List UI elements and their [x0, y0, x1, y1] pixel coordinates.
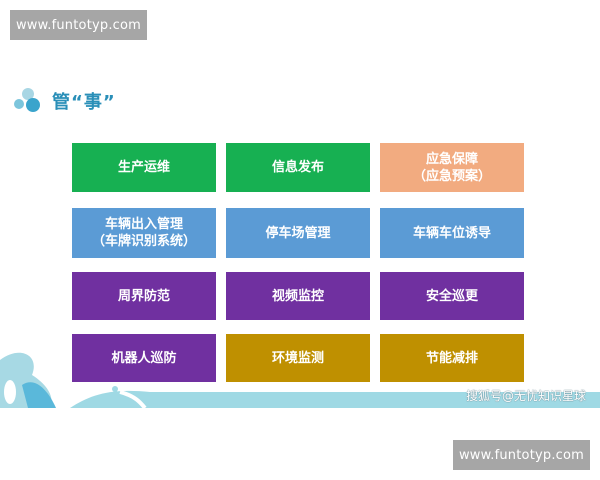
- tile-label: 周界防范: [117, 288, 170, 304]
- tile-parking-mgmt[interactable]: 停车场管理: [226, 208, 370, 258]
- tile-label: 安全巡更: [425, 288, 478, 304]
- tile-label: 生产运维: [117, 160, 170, 175]
- wave-decoration: [0, 352, 600, 408]
- tile-label: 应急保障: [425, 151, 478, 167]
- section-heading: 管“事”: [14, 86, 116, 116]
- tile-label: 视频监控: [271, 288, 324, 304]
- tile-label: 信息发布: [271, 160, 324, 175]
- tile-production-ops[interactable]: 生产运维: [72, 143, 216, 192]
- tile-space-guidance[interactable]: 车辆车位诱导: [380, 208, 524, 258]
- tile-label: 停车场管理: [265, 225, 331, 241]
- watermark-top: www.funtotyp.com: [10, 10, 147, 40]
- tile-robot-patrol[interactable]: 机器人巡防: [72, 334, 216, 382]
- tile-perimeter[interactable]: 周界防范: [72, 272, 216, 320]
- tile-sublabel: （应急预案）: [412, 168, 491, 184]
- tile-label: 环境监测: [271, 350, 324, 366]
- slide: 管“事” 生产运维 信息发布 应急保障 （应急预案） 车辆出入管理 （车牌识别系…: [0, 86, 600, 408]
- tile-label: 车辆出入管理: [104, 217, 183, 232]
- tile-patrol[interactable]: 安全巡更: [380, 272, 524, 320]
- tile-video[interactable]: 视频监控: [226, 272, 370, 320]
- tile-label: 机器人巡防: [111, 350, 177, 366]
- tile-vehicle-access[interactable]: 车辆出入管理 （车牌识别系统）: [72, 208, 216, 258]
- source-credit: 搜狐号@无忧知识星球: [465, 389, 586, 403]
- tile-environment[interactable]: 环境监测: [226, 334, 370, 382]
- tile-sublabel: （车牌识别系统）: [91, 234, 196, 249]
- bubbles-logo-icon: [14, 88, 42, 114]
- tile-info-publish[interactable]: 信息发布: [226, 143, 370, 192]
- watermark-bottom: www.funtotyp.com: [453, 440, 590, 470]
- tile-label: 节能减排: [425, 350, 478, 366]
- page-title: 管“事”: [52, 92, 116, 113]
- tile-emergency[interactable]: 应急保障 （应急预案）: [380, 143, 524, 192]
- tile-label: 车辆车位诱导: [412, 225, 491, 241]
- tile-energy[interactable]: 节能减排: [380, 334, 524, 382]
